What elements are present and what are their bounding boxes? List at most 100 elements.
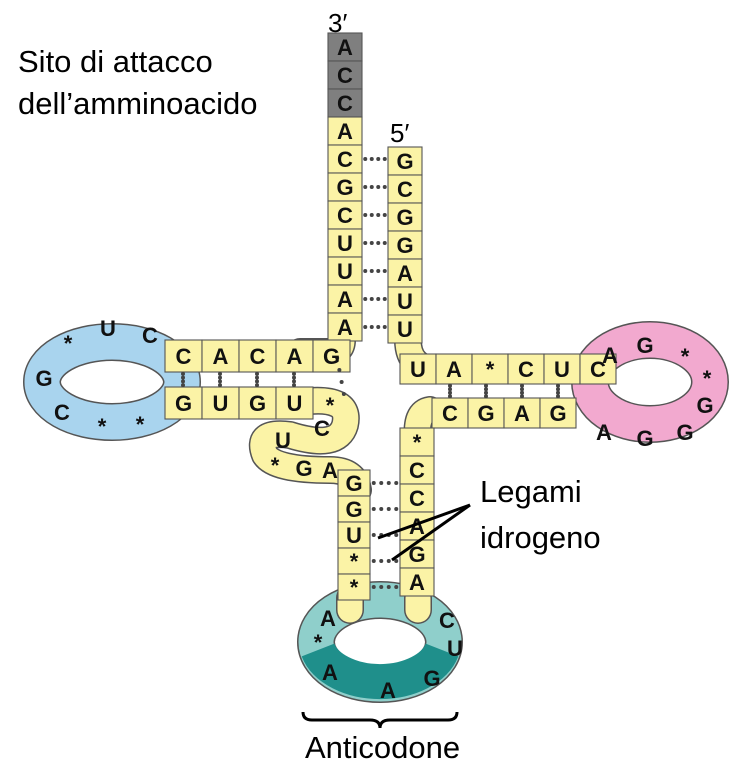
hydrogen-bond (520, 391, 524, 395)
acceptor-3-stem-nucleotide: A (337, 315, 353, 340)
anticodon-loop-nucleotide: A (380, 678, 396, 703)
hydrogen-bond (370, 325, 374, 329)
acceptor-3-stem-nucleotide: C (337, 147, 353, 172)
anticodon-brace (303, 712, 457, 728)
anticodon-loop-nucleotide: A (322, 660, 338, 685)
variable-region-nucleotide: G (295, 456, 312, 481)
hydrogen-bond (484, 387, 488, 391)
hydrogen-bond (556, 384, 560, 388)
ac-stem-right-nucleotide: C (409, 458, 425, 483)
anticodon-loop-nucleotide: A (320, 606, 336, 631)
t-loop-nucleotide: G (636, 426, 653, 451)
acceptor-tail-nucleotide: A (337, 35, 353, 60)
hydrogen-bond (218, 379, 222, 383)
amino-acid-site-label-line1: Sito di attacco (18, 44, 213, 79)
anticodon-loop-nucleotide: * (314, 630, 323, 655)
t-arm-top-nucleotide: * (486, 357, 495, 382)
acceptor-3-stem-nucleotide: A (337, 119, 353, 144)
anticodon-label: Anticodone (305, 730, 460, 760)
hydrogen-bond (372, 533, 376, 537)
hydrogen-bond (394, 585, 398, 589)
d-loop-nucleotide: * (64, 331, 73, 356)
hydrogen-bond (372, 507, 376, 511)
hydrogen-bond (448, 391, 452, 395)
hydrogen-bond (484, 391, 488, 395)
t-loop-nucleotide: * (681, 344, 690, 369)
d-loop-nucleotide: U (100, 316, 116, 341)
hydrogen-bond (394, 507, 398, 511)
hydrogen-bond (372, 585, 376, 589)
acceptor-5-stem-nucleotide: G (396, 149, 413, 174)
acceptor-5-stem-nucleotide: U (397, 289, 413, 314)
ac-stem-left-nucleotide: G (345, 471, 362, 496)
hydrogen-bond (376, 325, 380, 329)
t-loop-nucleotide: A (602, 343, 618, 368)
hydrogen-bond (484, 384, 488, 388)
amino-acid-site-label-line2: dell’amminoacido (18, 86, 258, 121)
d-arm-bottom-nucleotide: G (175, 391, 192, 416)
hydrogen-bond (376, 269, 380, 273)
anticodon-loop-nucleotide: C (439, 608, 455, 633)
hydrogen-bond (383, 297, 387, 301)
d-arm-top-nucleotide: C (176, 344, 192, 369)
ac-stem-left-nucleotide: U (346, 523, 362, 548)
hydrogen-bond (363, 269, 367, 273)
variable-region-nucleotide: * (326, 393, 335, 418)
hydrogen-bond (340, 380, 344, 384)
hydrogen-bond (448, 387, 452, 391)
hydrogen-bond (255, 383, 259, 387)
hydrogen-bond (376, 185, 380, 189)
hydrogen-bond (448, 384, 452, 388)
acceptor-3-stem-nucleotide: G (336, 175, 353, 200)
hydrogen-bond (379, 507, 383, 511)
hydrogen-bond (370, 157, 374, 161)
hydrogen-bond (255, 372, 259, 376)
hydrogen-bond (292, 379, 296, 383)
hydrogen-bond (556, 387, 560, 391)
hydrogen-bond (370, 213, 374, 217)
acceptor-tail-nucleotide: C (337, 91, 353, 116)
d-loop-nucleotide: * (98, 414, 107, 439)
t-arm-top-nucleotide: U (410, 357, 426, 382)
ac-stem-left-nucleotide: * (350, 549, 359, 574)
acceptor-5-stem-nucleotide: G (396, 233, 413, 258)
hydrogen-bond (363, 185, 367, 189)
t-arm-top-nucleotide: U (554, 357, 570, 382)
hydrogen-bond (520, 384, 524, 388)
variable-region-nucleotide: * (271, 453, 280, 478)
hydrogen-bond (218, 376, 222, 380)
hydrogen-bond (292, 383, 296, 387)
hydrogen-bond (387, 559, 391, 563)
anticodon-loop-nucleotide: G (423, 666, 440, 691)
hydrogen-bond (556, 391, 560, 395)
hydrogen-bond (370, 185, 374, 189)
hydrogen-bond (379, 481, 383, 485)
acceptor-5-stem-nucleotide: A (397, 261, 413, 286)
hydrogen-bond (383, 325, 387, 329)
ac-stem-left-nucleotide: * (350, 575, 359, 600)
variable-region-nucleotide: A (322, 458, 338, 483)
t-arm-bottom-nucleotide: C (442, 401, 458, 426)
hydrogen-bond (387, 585, 391, 589)
ac-stem-right-nucleotide: * (413, 430, 422, 455)
t-loop-nucleotide: * (703, 366, 712, 391)
d-loop-nucleotide: * (136, 412, 145, 437)
d-arm-top-nucleotide: C (250, 344, 266, 369)
hydrogen-bond (387, 481, 391, 485)
acceptor-tail-nucleotide: C (337, 63, 353, 88)
hydrogen-bond (370, 269, 374, 273)
hydrogen-bond (255, 376, 259, 380)
hydrogen-bond (181, 383, 185, 387)
d-arm-top-nucleotide: A (213, 344, 229, 369)
hydrogen-bond (448, 394, 452, 398)
anticodon-loop-nucleotide: U (447, 636, 463, 661)
d-loop-nucleotide: C (54, 400, 70, 425)
t-arm-top-nucleotide: C (518, 357, 534, 382)
d-loop-nucleotide: C (142, 323, 158, 348)
t-arm-bottom-nucleotide: G (477, 401, 494, 426)
hydrogen-bond (383, 269, 387, 273)
hydrogen-bond (372, 481, 376, 485)
hydrogen-bond (292, 376, 296, 380)
three-prime-label: 3′ (328, 8, 347, 38)
